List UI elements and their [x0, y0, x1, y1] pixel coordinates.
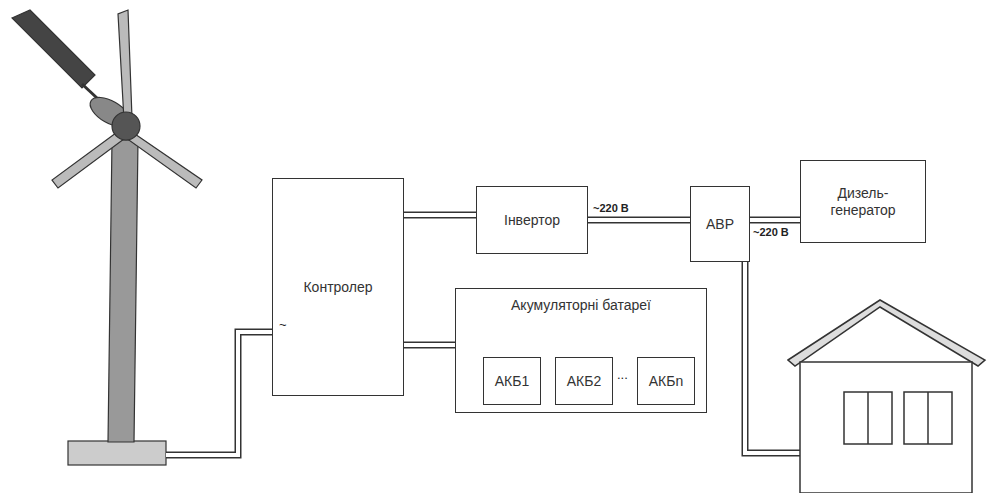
- cable-connector: [750, 220, 800, 221]
- cable-connector: [404, 345, 455, 346]
- node-text: Інвертор: [504, 212, 560, 229]
- turbine-tower: [108, 140, 138, 442]
- house: [788, 300, 985, 493]
- group-heading: Акумуляторні батареї: [456, 297, 706, 314]
- ellipsis-label: ...: [616, 368, 629, 382]
- node-text: АВР: [706, 216, 734, 233]
- battery-group: Акумуляторні батареїАКБ1 АКБ2 АКБn: [455, 288, 707, 413]
- transfer-switch-box: АВР: [690, 186, 750, 262]
- battery-box: АКБ2: [555, 357, 613, 405]
- blade: [52, 130, 128, 188]
- cable-connector: [404, 215, 476, 216]
- cable-connector: [588, 220, 690, 221]
- battery-box: АКБn: [637, 357, 695, 405]
- node-text: АКБ2: [567, 373, 601, 390]
- voltage-label: ~220 В: [752, 226, 790, 238]
- controller-box: Контролер: [272, 178, 404, 396]
- blade: [118, 10, 132, 120]
- hub: [112, 112, 140, 140]
- voltage-label: ~220 В: [592, 202, 630, 214]
- node-text: Дизель-генератор: [805, 185, 921, 219]
- blade: [126, 132, 202, 188]
- battery-box: АКБ1: [483, 357, 541, 405]
- wind-turbine: [12, 10, 202, 465]
- inverter-box: Інвертор: [476, 186, 588, 254]
- generator-box: Дизель-генератор: [800, 160, 926, 243]
- node-text: АКБn: [649, 373, 683, 390]
- ac-symbol: ~: [278, 318, 288, 332]
- power-cable: [166, 262, 800, 455]
- node-text: Контролер: [303, 279, 372, 296]
- turbine-base: [68, 441, 166, 465]
- tail-vane: [12, 10, 95, 88]
- node-text: АКБ1: [495, 373, 529, 390]
